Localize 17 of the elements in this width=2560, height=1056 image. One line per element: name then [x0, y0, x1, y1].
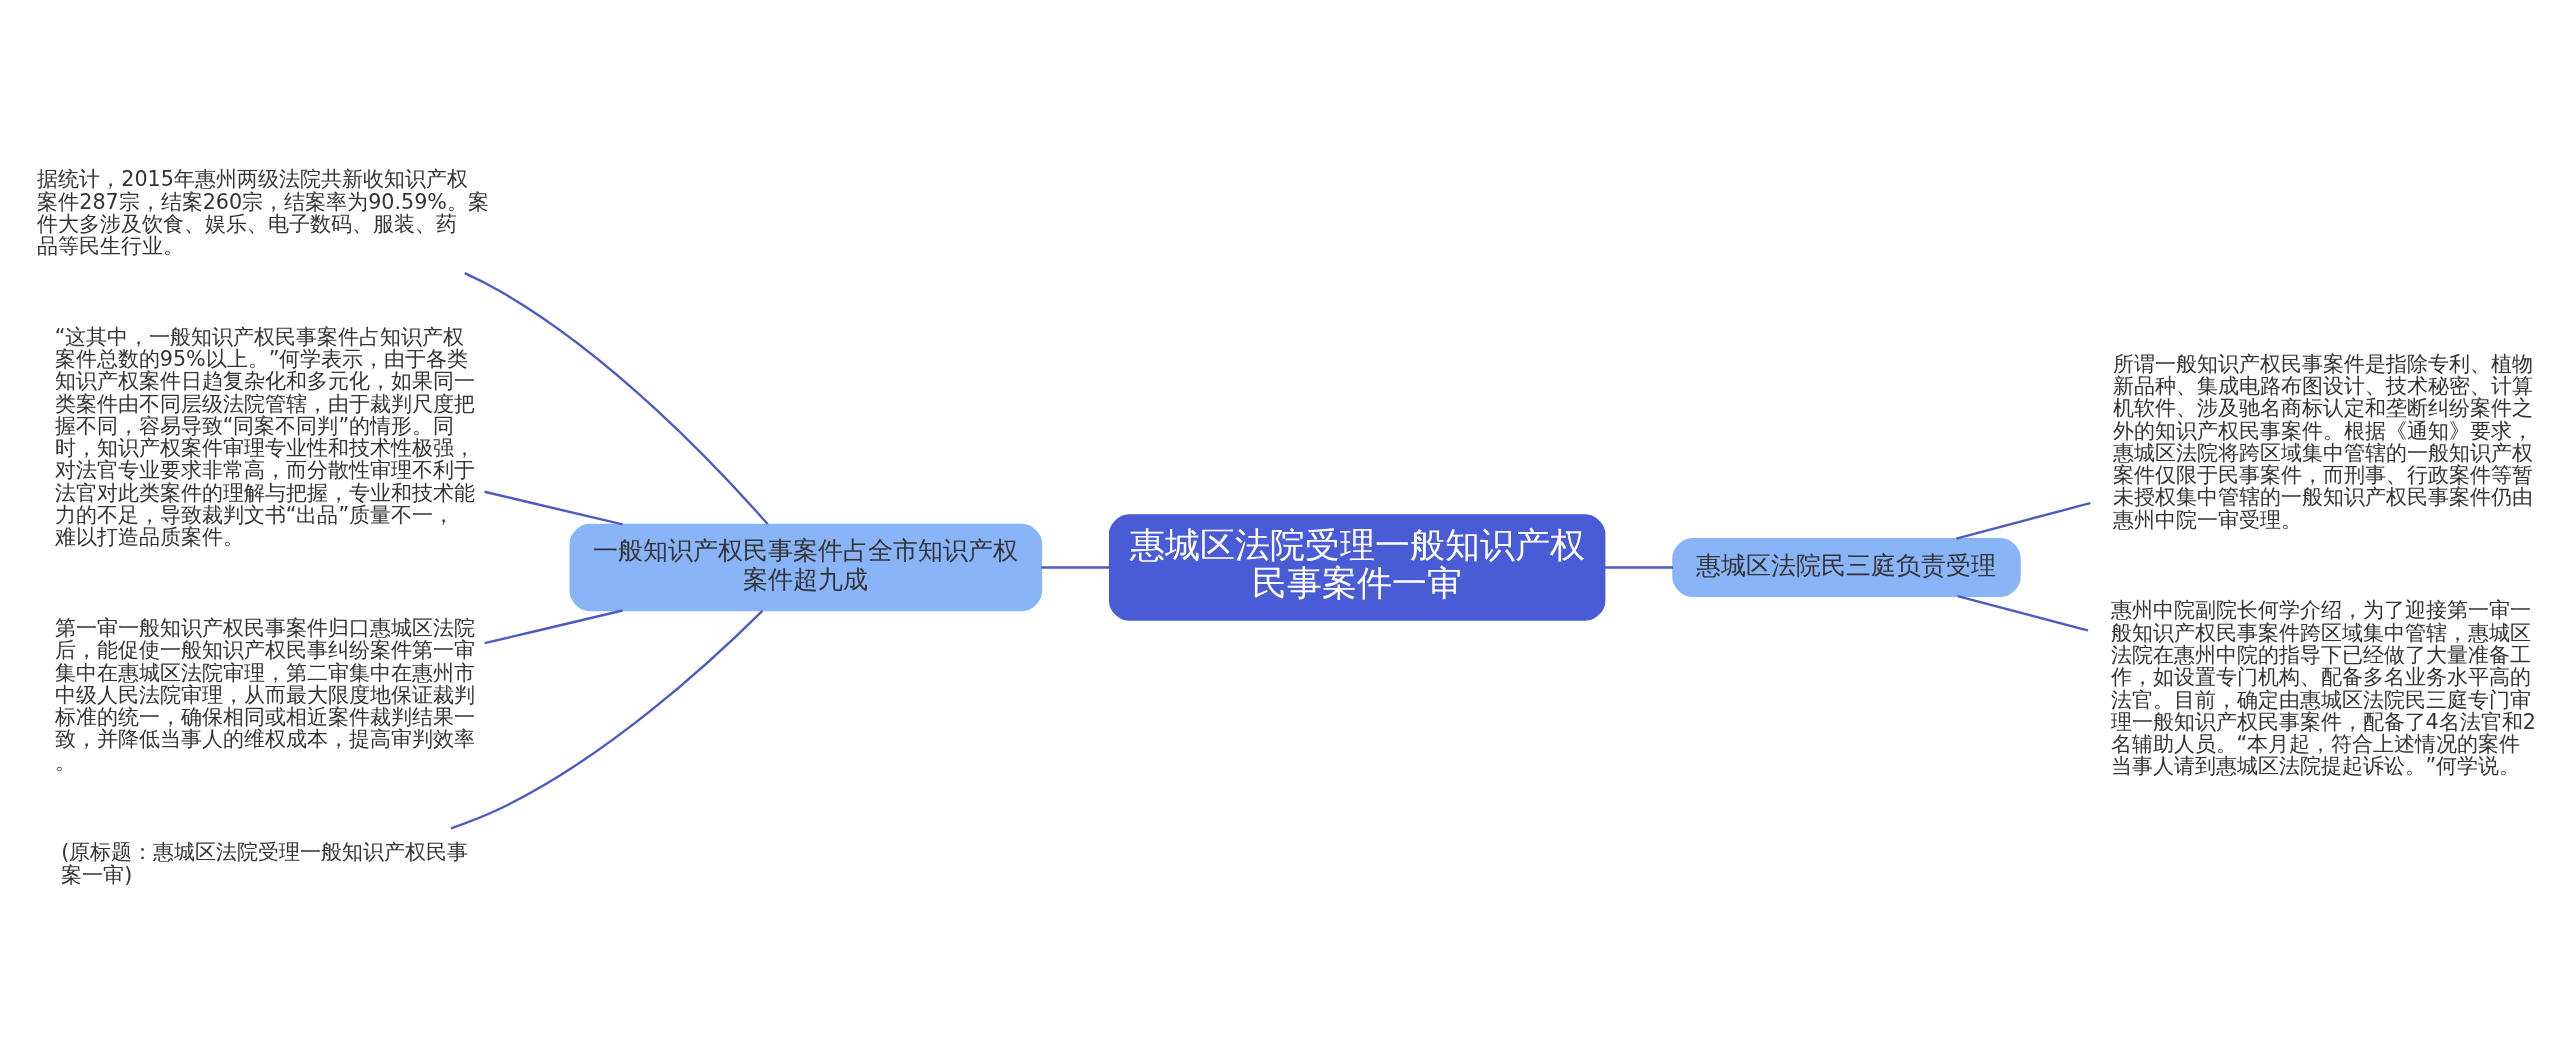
node-text: 所谓一般知识产权民事案件是指除专利、植物新品种、集成电路布图设计、技术秘密、计算机软件、涉及驰名商标认定和垄断纠纷案件之外的知识产权民事案件。根据《通知》要求，惠城区法院将跨区域集中管辖的一般知识产权案件仅限于民事案件，而刑事、行政案件等暂未授权集中管辖的一般知识产权民事案件仍由惠州中院一审受理。 [2112, 351, 2533, 532]
connector [484, 608, 623, 644]
node-box: 一般知识产权民事案件占全市知识产权案件超九成 [569, 523, 1043, 611]
node-text: 第一审一般知识产权民事案件归口惠城区法院后，能促使一般知识产权民事纠纷案件第一审集中在惠城区法院审理，第二审集中在惠州市中级人民法院审理，从而最大限度地保证裁判标准的统一，确保相同或相近案件裁判结果一致，并降低当事人的维权成本，提高审判效率。 [54, 615, 475, 774]
node-text: (原标题：惠城区法院受理一般知识产权民事案一审) [61, 839, 469, 887]
connector [464, 271, 769, 525]
node-text: “这其中，一般知识产权民事案件占知识产权案件总数的95%以上。”何学表示，由于各类知识产权案件日趋复杂化和多元化，如果同一类案件由不同层级法院管辖，由于裁判尺度把握不同，容易导致“同案不同判”的情形。同时，知识产权案件审理专业性和技术性极强，对法官专业要求非常高，而分散性审理不利于法官对此类案件的理解与把握，专业和技术能力的不足，导致裁判文书“出品”质量不一，难以打造品质案件。 [54, 324, 475, 549]
connector [1957, 594, 2089, 632]
node-box: 惠城区法院受理一般知识产权民事案件一审 [1108, 513, 1606, 621]
connector [450, 609, 764, 829]
connector [1604, 565, 1673, 569]
connector [484, 490, 623, 526]
node-text: 据统计，2015年惠州两级法院共新收知识产权案件287宗，结案260宗，结案率为90.59%。案件大多涉及饮食、娱乐、电子数码、服装、药品等民生行业。 [37, 166, 490, 258]
connector [1956, 501, 2091, 540]
connector [1041, 565, 1110, 569]
node-text: 惠州中院副院长何学介绍，为了迎接第一审一般知识产权民事案件跨区域集中管辖，惠城区法院在惠州中院的指导下已经做了大量准备工作，如设置专门机构、配备多名业务水平高的法官。目前，确定由惠城区法院民三庭专门审理一般知识产权民事案件，配备了4名法官和2名辅助人员。“本月起，符合上述情况的案件当事人请到惠城区法院提起诉讼。”何学说。 [2110, 597, 2536, 778]
node-box: 惠城区法院民三庭负责受理 [1672, 537, 2021, 597]
